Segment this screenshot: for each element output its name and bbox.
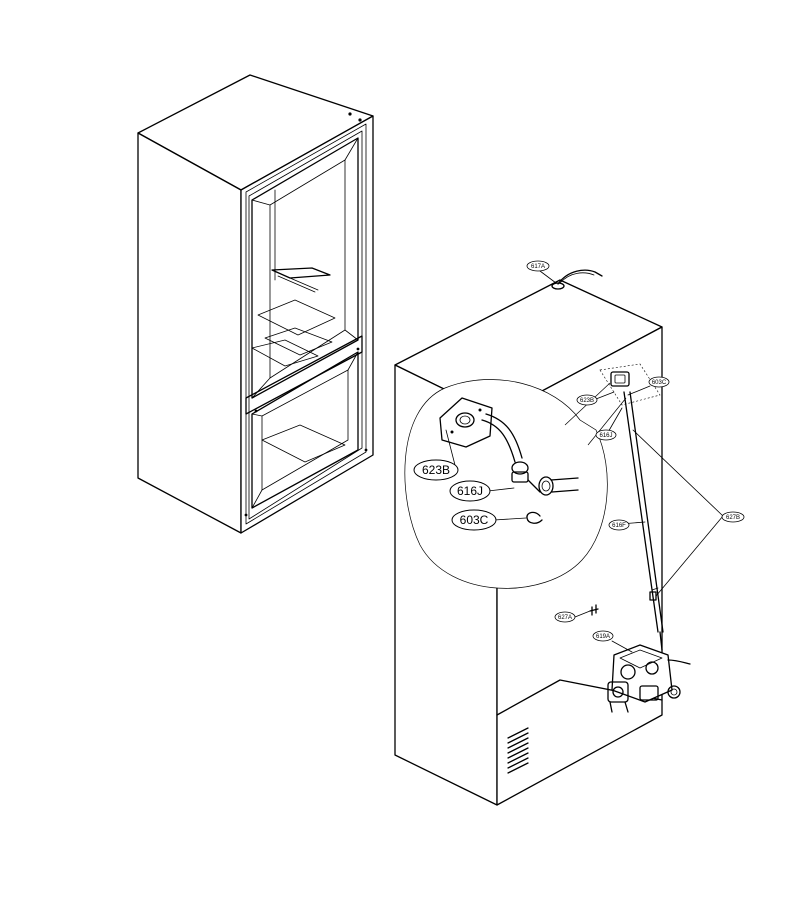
callout-623B-large: 623B xyxy=(413,459,459,481)
front-cabinet xyxy=(137,74,374,534)
water-valve xyxy=(607,631,691,713)
svg-text:623B: 623B xyxy=(422,463,450,477)
leader-lines xyxy=(445,270,724,653)
callout-627A: 627A xyxy=(554,611,576,623)
callout-616J-small: 616J xyxy=(595,429,617,441)
svg-text:619A: 619A xyxy=(596,634,610,640)
callout-616J-large: 616J xyxy=(449,480,491,502)
callout-603C-small: 603C xyxy=(648,376,670,388)
svg-text:617A: 617A xyxy=(531,264,545,270)
water-line-assembly xyxy=(589,363,691,713)
svg-text:616J: 616J xyxy=(457,484,483,498)
svg-text:603C: 603C xyxy=(460,513,489,527)
callout-619A: 619A xyxy=(592,630,614,642)
callout-616F: 616F xyxy=(608,519,630,531)
svg-text:623B: 623B xyxy=(580,398,594,404)
callout-627B: 627B xyxy=(721,511,745,523)
svg-text:616F: 616F xyxy=(612,523,626,529)
callout-617A: 617A xyxy=(526,260,550,272)
svg-text:616J: 616J xyxy=(599,433,612,439)
callout-623B-small: 623B xyxy=(576,394,598,406)
svg-text:627A: 627A xyxy=(558,615,572,621)
svg-text:627B: 627B xyxy=(726,515,740,521)
vent-grille xyxy=(507,727,529,774)
callout-603C-large: 603C xyxy=(451,509,497,531)
svg-text:603C: 603C xyxy=(652,380,667,386)
